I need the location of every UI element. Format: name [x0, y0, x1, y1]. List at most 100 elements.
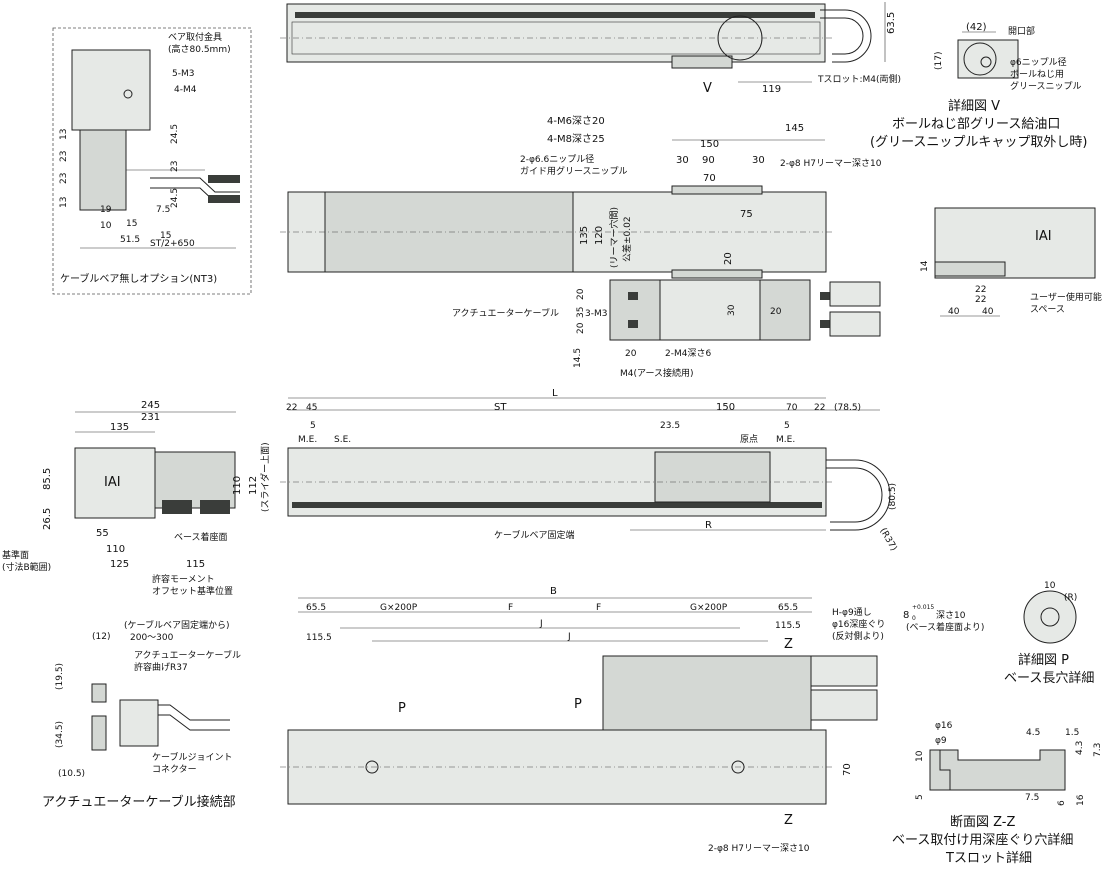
sv-d75: 75 [740, 209, 753, 220]
dp-title-2: ベース長穴詳細 [1004, 670, 1094, 686]
sz-title-1: 断面図 Z-Z [950, 815, 1016, 830]
btv-g200b: G×200P [690, 603, 728, 613]
evl-d125: 125 [110, 559, 129, 570]
sv-d30b: 30 [752, 155, 765, 166]
evl-ref-1: 基準面 [2, 549, 29, 561]
evl-d85-5: 85.5 [42, 468, 53, 490]
sz-d4-5: 4.5 [1026, 728, 1040, 738]
btv-d115-5a: 115.5 [306, 633, 332, 643]
btv-pin: 2-φ8 H7リーマー深さ10 [708, 843, 810, 854]
btv-Fa: F [508, 603, 513, 613]
evl-moment-1: 許容モーメント [152, 573, 215, 585]
dv-nipple-1: φ6ニップル径 [1010, 56, 1067, 68]
evl-d115: 115 [186, 559, 205, 570]
btv-h-3: (反対側より) [832, 630, 884, 642]
evr-d14: 14 [920, 260, 930, 272]
cc-bend-2: 許容曲げR37 [134, 661, 188, 673]
sdv-d22b: 22 [814, 403, 825, 413]
btv-d65-5b: 65.5 [778, 603, 798, 613]
btv-Za: Z [784, 637, 793, 652]
sz-title-3: Tスロット詳細 [945, 850, 1032, 866]
sz-d7-5: 7.5 [1025, 793, 1039, 803]
evl-moment-2: オフセット基準位置 [152, 585, 233, 597]
sdv-d5b: 5 [784, 421, 790, 431]
sz-d1-5: 1.5 [1065, 728, 1079, 738]
cc-caption: アクチュエーターケーブル接続部 [42, 794, 236, 810]
dv-title-3: (グリースニップルキャップ取外し時) [870, 135, 1088, 150]
dim-63-5: 63.5 [886, 12, 897, 34]
evl-d112: 112 [248, 476, 259, 495]
evr-user-space-1: ユーザー使用可能 [1030, 291, 1102, 303]
dp-depth: 深さ10 [936, 610, 966, 621]
dp-d8: 8 [903, 610, 909, 621]
section-zz: φ16 φ9 4.5 1.5 10 5 4.3 7.3 7.5 6 16 断面図… [892, 721, 1103, 866]
sdv-d45: 45 [306, 403, 317, 413]
cd-earth: M4(アース接続用) [620, 367, 694, 379]
dp-d10: 10 [1044, 581, 1056, 591]
sdv-r37: (R37) [877, 527, 898, 553]
cable-detail: アクチュエーターケーブル 35 3-M3 20 20 20 30 20 14.5… [452, 279, 881, 379]
sv-d70: 70 [703, 173, 716, 184]
nt3-d13a: 13 [59, 129, 69, 140]
btv-Ja: J [539, 619, 543, 629]
end-view-left: IAI 245 231 135 85.5 26.5 110 112 (スライダー… [2, 400, 271, 597]
cd-d35: 35 [576, 307, 586, 318]
cable-connection: (12) (19.5) (34.5) (10.5) (ケーブルベア固定端から) … [42, 619, 241, 810]
nt3-d24-5b: 24.5 [170, 188, 180, 208]
nt3-d10: 10 [100, 221, 112, 231]
cc-joint-2: コネクター [152, 764, 197, 775]
cd-actuator-cable: アクチュエーターケーブル [452, 307, 559, 319]
label-v: V [703, 81, 712, 96]
cd-d14-5: 14.5 [573, 348, 583, 368]
sdv-d150: 150 [716, 402, 735, 413]
evl-d245: 245 [141, 400, 160, 411]
cd-m4-depth: 2-M4深さ6 [665, 348, 711, 359]
cc-bend-1: アクチュエーターケーブル [134, 649, 241, 661]
evr-d40a: 40 [948, 307, 960, 317]
nt3-d24-5a: 24.5 [170, 124, 180, 144]
evl-d135: 135 [110, 422, 129, 433]
sz-d16b: 16 [1076, 794, 1086, 806]
btv-B: B [550, 586, 557, 597]
evl-d110: 110 [232, 476, 243, 495]
nt3-d51-5: 51.5 [120, 235, 140, 245]
nt3-d23c: 23 [170, 161, 180, 172]
btv-Pa: P [398, 701, 406, 716]
evl-base-face: ベース着座面 [174, 531, 228, 543]
cd-m3: 3-M3 [585, 309, 607, 319]
dv-dim-42: (42) [966, 22, 987, 33]
cd-d20d: 20 [625, 349, 637, 359]
sdv-d78-5: (78.5) [834, 403, 861, 413]
sdv-d80-5: (80.5) [888, 483, 898, 510]
evl-d231: 231 [141, 412, 160, 423]
evl-d55: 55 [96, 528, 109, 539]
nt3-option-box: ベア取付金具 (高さ80.5mm) 5-M3 4-M4 13 23 23 23 … [52, 27, 252, 295]
sz-d16: φ16 [935, 721, 953, 731]
nt3-d13b: 13 [59, 197, 69, 208]
nt3-bracket-1: ベア取付金具 [168, 31, 222, 43]
nt3-m4: 4-M4 [174, 85, 197, 95]
evl-logo: IAI [104, 475, 121, 490]
sv-d145: 145 [785, 123, 804, 134]
dv-nipple-3: グリースニップル [1010, 80, 1082, 92]
btv-d115-5b: 115.5 [775, 621, 801, 631]
dv-title-1: 詳細図 V [948, 98, 1000, 114]
slider-view: 4-M6深さ20 4-M8深さ25 150 145 30 90 30 70 75… [280, 115, 882, 279]
cd-d20e: 20 [770, 307, 782, 317]
tslot-label: Tスロット:M4(両側) [817, 73, 901, 85]
sdv-d70: 70 [786, 403, 798, 413]
sdv-d22a: 22 [286, 403, 297, 413]
evr-d22b: 22 [975, 295, 986, 305]
cc-from-1: (ケーブルベア固定端から) [124, 619, 229, 631]
sdv-se: S.E. [334, 435, 351, 445]
sv-d150: 150 [700, 139, 719, 150]
cc-from-2: 200〜300 [130, 633, 174, 643]
dp-title-1: 詳細図 P [1018, 652, 1069, 668]
nt3-d15b: 15 [160, 231, 171, 241]
sdv-st: ST [494, 402, 507, 413]
dv-dim-17: (17) [934, 52, 944, 70]
nt3-d23a: 23 [59, 151, 69, 162]
nt3-bracket-2: (高さ80.5mm) [168, 43, 231, 55]
cc-d19-5: (19.5) [55, 663, 65, 690]
